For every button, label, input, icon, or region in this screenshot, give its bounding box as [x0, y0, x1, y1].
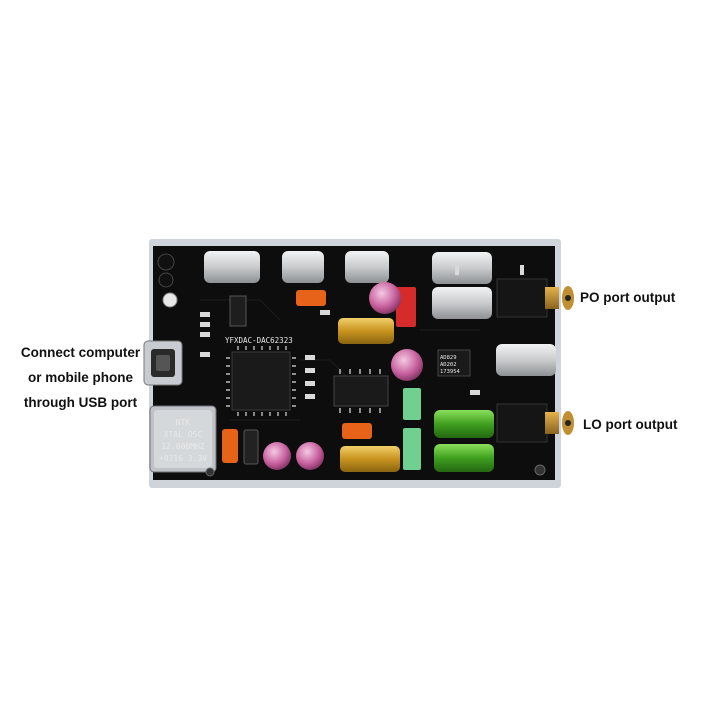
top-capacitor-row: [204, 251, 556, 376]
pcb-body: [153, 246, 555, 480]
lo-headphone-jack: [496, 403, 574, 443]
led: [162, 292, 178, 308]
crystal-text-2: XTAL OSC: [164, 430, 203, 439]
gold-capacitors: [338, 318, 400, 472]
po-headphone-jack: [496, 278, 574, 318]
dac-chip: [226, 346, 296, 416]
film-capacitors: [403, 388, 421, 470]
tantalum-capacitors: [222, 290, 372, 463]
crystal-oscillator: NTK XTAL OSC 12.000MHZ +0316 3.3V: [149, 405, 217, 473]
usb-port-callout: Connect computer or mobile phone through…: [8, 340, 153, 415]
opamp-chip: [333, 369, 389, 413]
usb-callout-line-2: or mobile phone: [27, 370, 133, 385]
lo-port-callout: LO port output: [583, 417, 678, 432]
crystal-text-3: 12.000MHZ: [161, 442, 205, 451]
headphone-amp-chip: AD829 AD202 173954: [437, 349, 471, 377]
usb-c-port: [143, 340, 183, 386]
amp-chip-text-1: AD829: [440, 355, 457, 361]
voltage-regulator: [229, 295, 247, 327]
usb-callout-line-3: through USB port: [23, 395, 138, 410]
crystal-text-4: +0316 3.3V: [159, 454, 207, 463]
board-model-text: YFXDAC-DAC62323: [225, 336, 293, 345]
crystal-text-1: NTK: [176, 418, 191, 427]
pink-capacitors: [263, 282, 423, 470]
amp-chip-text-2: AD202: [440, 362, 457, 368]
po-port-callout: PO port output: [580, 290, 676, 305]
green-capacitors: [434, 410, 494, 472]
usb-callout-line-1: Connect computer: [20, 345, 141, 360]
red-film-capacitor: [396, 287, 416, 327]
amp-chip-text-3: 173954: [440, 369, 461, 375]
